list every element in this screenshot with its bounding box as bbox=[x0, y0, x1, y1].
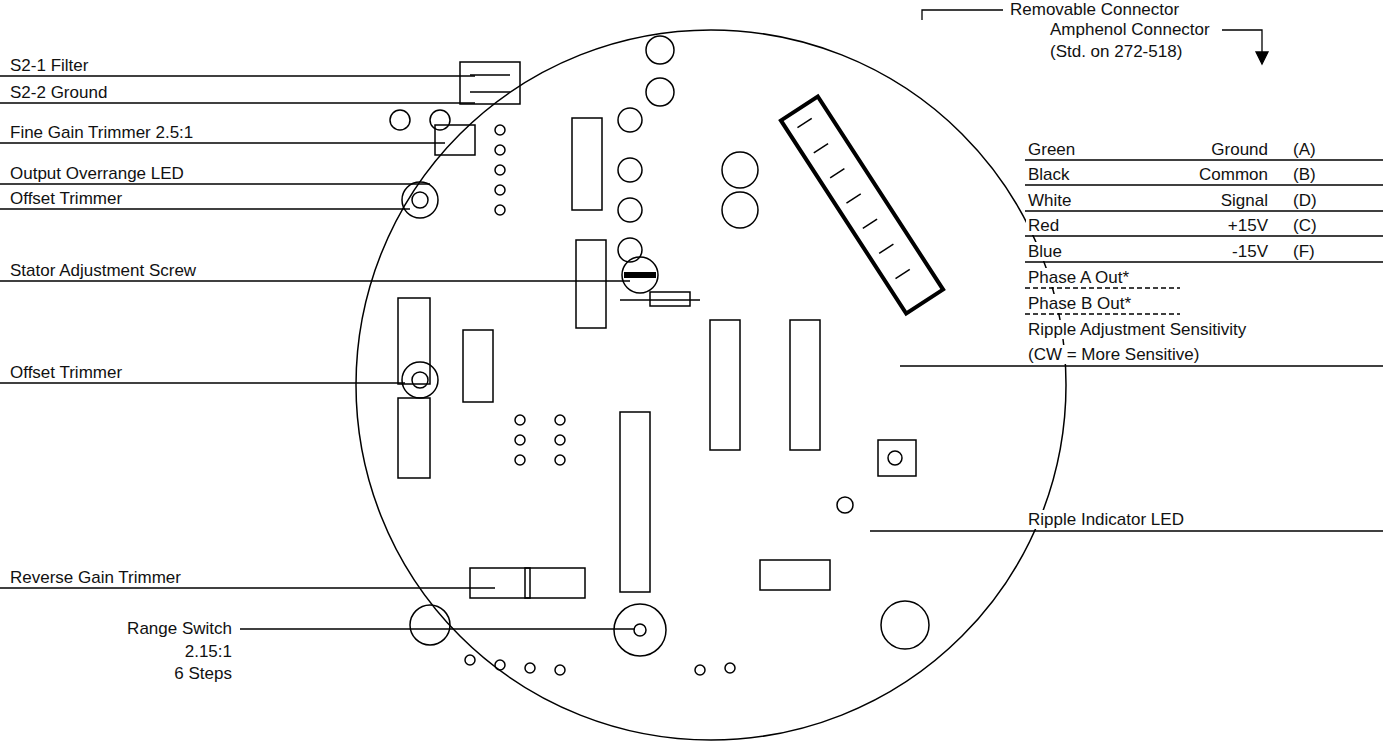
callout-label: (B) bbox=[1291, 165, 1318, 184]
callout-label: Green bbox=[1026, 140, 1077, 159]
callout-label: Ground bbox=[1209, 140, 1270, 159]
callout-label: -15V bbox=[1230, 242, 1270, 261]
callout-label: Amphenol Connector bbox=[1048, 20, 1212, 39]
callout-label: +15V bbox=[1226, 216, 1270, 235]
callout-label: (C) bbox=[1291, 216, 1319, 235]
callout-label: Range Switch bbox=[125, 619, 234, 638]
callout-label: Offset Trimmer bbox=[8, 189, 124, 208]
callout-label: Removable Connector bbox=[1008, 0, 1181, 19]
callout-label: S2-1 Filter bbox=[8, 56, 90, 75]
callout-label: (F) bbox=[1291, 242, 1317, 261]
callout-label: Reverse Gain Trimmer bbox=[8, 568, 183, 587]
callout-label: 2.15:1 bbox=[183, 642, 234, 661]
callout-label: 6 Steps bbox=[172, 664, 234, 683]
callout-label: Output Overrange LED bbox=[8, 164, 186, 183]
callout-label: Black bbox=[1026, 165, 1072, 184]
callout-label: Signal bbox=[1219, 191, 1270, 210]
callout-label: S2-2 Ground bbox=[8, 83, 109, 102]
callout-label: (CW = More Sensitive) bbox=[1026, 345, 1201, 364]
callout-label: White bbox=[1026, 191, 1073, 210]
callout-label: (D) bbox=[1291, 191, 1319, 210]
callout-label: (A) bbox=[1291, 140, 1318, 159]
callout-label: Phase B Out* bbox=[1026, 294, 1133, 313]
callout-label: Fine Gain Trimmer 2.5:1 bbox=[8, 123, 195, 142]
callout-label: Phase A Out* bbox=[1026, 268, 1131, 287]
callout-label: Common bbox=[1197, 165, 1270, 184]
callout-label: Ripple Indicator LED bbox=[1026, 510, 1186, 529]
callout-label: Blue bbox=[1026, 242, 1064, 261]
callout-label: Offset Trimmer bbox=[8, 363, 124, 382]
callout-label: Stator Adjustment Screw bbox=[8, 261, 198, 280]
callout-label: Red bbox=[1026, 216, 1061, 235]
callout-label: (Std. on 272-518) bbox=[1048, 42, 1184, 61]
callout-label: Ripple Adjustment Sensitivity bbox=[1026, 320, 1248, 339]
